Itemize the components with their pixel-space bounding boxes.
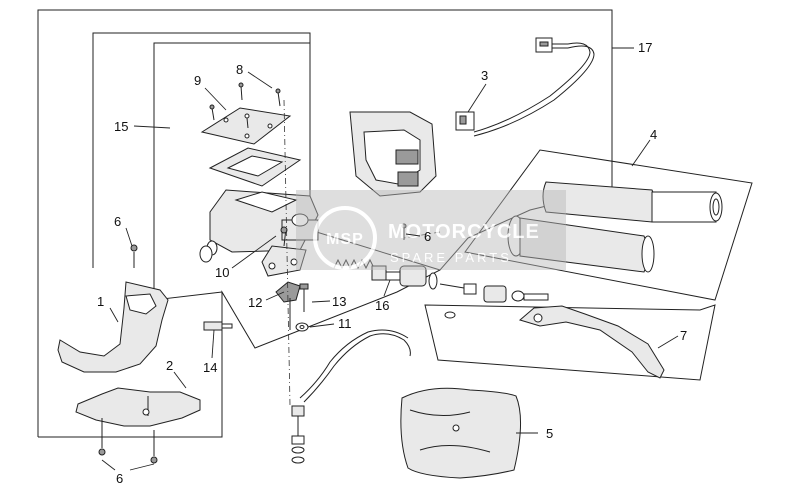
watermark: MSP MOTORCYCLE SPARE PARTS (296, 190, 566, 270)
switch-housing-part (349, 111, 437, 240)
reservoir-cover-part (200, 107, 292, 145)
bleed-screw-part (203, 321, 233, 331)
brake-hose-part (291, 329, 411, 464)
frame-group-main (37, 9, 613, 438)
callout-14: 14 (203, 360, 217, 375)
callout-9: 9 (194, 73, 201, 88)
callout-13: 13 (332, 294, 346, 309)
callout-15: 15 (114, 119, 128, 134)
stop-switch-part (455, 111, 475, 131)
callout-17: 17 (638, 40, 652, 55)
callout-12: 12 (248, 295, 262, 310)
handlebar-grip-upper-part (542, 181, 723, 223)
brake-lever-part (518, 305, 665, 379)
piston-kit-part (333, 258, 549, 319)
lower-cover-plate-part (75, 387, 201, 427)
watermark-subtitle: SPARE PARTS (390, 250, 512, 265)
callout-1: 1 (97, 294, 104, 309)
lower-cover-screws-part (98, 418, 158, 464)
callout-labels: 9 8 15 6 1 2 6 10 12 13 11 14 16 6 3 17 … (97, 40, 687, 486)
assembly-centerline (283, 99, 441, 406)
bracket-screw-part (299, 283, 309, 312)
frame-group-7 (424, 304, 716, 381)
callout-8: 8 (236, 62, 243, 77)
sight-glass-washers-part (199, 240, 218, 263)
callout-7: 7 (680, 328, 687, 343)
callout-3: 3 (481, 68, 488, 83)
callout-6-upper: 6 (114, 214, 121, 229)
watermark-title: MOTORCYCLE (388, 221, 540, 243)
callout-16: 16 (375, 298, 389, 313)
callout-10: 10 (215, 265, 229, 280)
rubber-boot-part (400, 387, 522, 479)
washer-part (295, 322, 309, 332)
callout-6-lower: 6 (116, 471, 123, 486)
callout-6-mid: 6 (424, 229, 431, 244)
leader-lines (101, 47, 679, 471)
callout-4: 4 (650, 127, 657, 142)
wiring-harness-part (473, 37, 595, 137)
cover-screws-part (209, 82, 281, 129)
reservoir-gasket-part (208, 147, 302, 187)
clamp-bracket-part (275, 281, 301, 330)
callout-5: 5 (546, 426, 553, 441)
callout-11: 11 (338, 316, 352, 331)
cover-screw-upper-part (130, 244, 138, 268)
watermark-logo-icon (313, 206, 377, 270)
frame-group-4 (464, 149, 753, 301)
watermark-logo-text: MSP (326, 231, 364, 248)
watermark-band (296, 190, 566, 270)
lower-cover-part (57, 281, 169, 373)
handlebar-grip-lower-part (507, 215, 655, 273)
callout-2: 2 (166, 358, 173, 373)
